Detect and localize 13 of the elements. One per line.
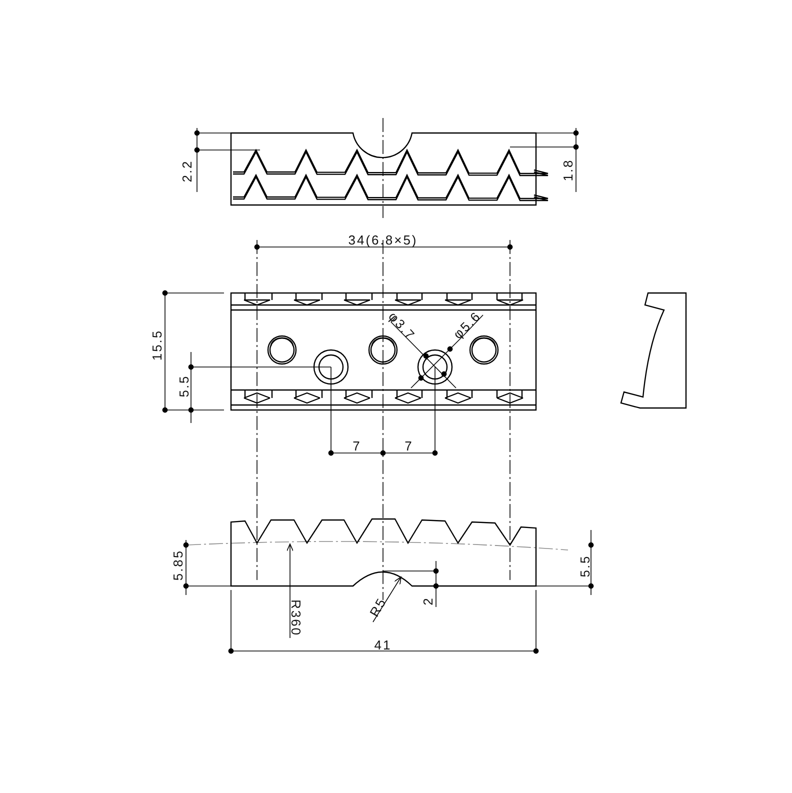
dimension-label: 5.5 — [578, 554, 592, 578]
dimension-label: R5 — [367, 595, 389, 619]
dimension-label: 2 — [422, 596, 434, 606]
dimension-label: 41 — [374, 638, 392, 652]
dimension-label: 5.5 — [178, 374, 190, 398]
dimension-label: 15.5 — [150, 329, 164, 361]
dimension-label: 2.2 — [180, 160, 194, 182]
dimension-label: 34(6.8×5) — [348, 234, 418, 246]
dimension-label: 7 — [404, 440, 414, 452]
dimension-label: 1.8 — [562, 158, 574, 182]
dimension-label: R360 — [290, 599, 302, 637]
dimension-label: 7 — [352, 440, 362, 452]
dimension-label: 5.85 — [172, 549, 184, 581]
